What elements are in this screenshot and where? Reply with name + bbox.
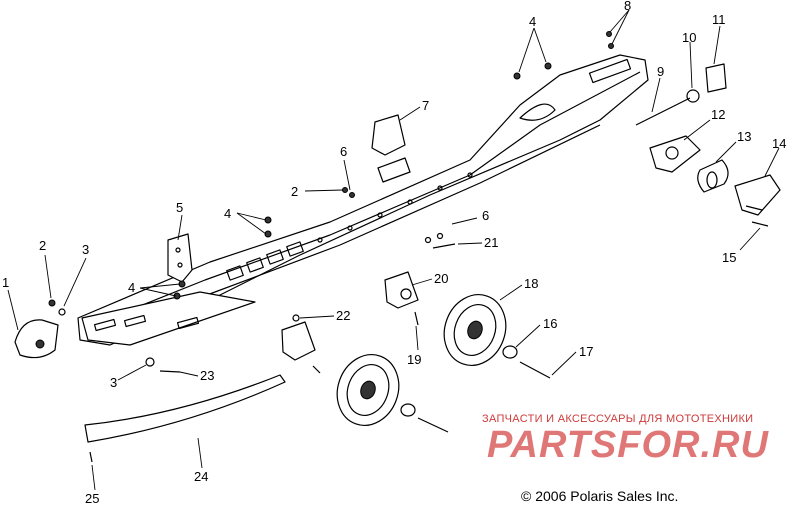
callout-24: 24 xyxy=(194,469,208,484)
leader-lines xyxy=(7,9,780,491)
watermark-logo: PARTSFOR.RU xyxy=(487,424,769,466)
callout-13: 13 xyxy=(737,129,751,144)
bolt xyxy=(519,361,551,379)
idler-wheel-front xyxy=(336,354,400,426)
callout-11: 11 xyxy=(712,12,726,27)
nut xyxy=(686,89,700,103)
callout-2: 2 xyxy=(39,238,46,253)
callout-14: 14 xyxy=(772,136,786,151)
callout-4: 4 xyxy=(128,280,135,295)
bolt-2 xyxy=(417,417,449,433)
idler-wheel-rear xyxy=(443,294,507,366)
callout-19: 19 xyxy=(407,352,421,367)
callout-7: 7 xyxy=(422,98,429,113)
pivot-block xyxy=(384,271,419,309)
callout-6: 6 xyxy=(482,208,489,223)
callout-5: 5 xyxy=(176,200,183,215)
bracket xyxy=(167,233,193,283)
watermark-tagline: ЗАПЧАСТИ И АКСЕССУАРЫ ДЛЯ МОТОТЕХНИКИ xyxy=(482,413,754,425)
callout-23: 23 xyxy=(200,368,214,383)
callout-10: 10 xyxy=(682,30,696,45)
pivot-block-lower xyxy=(281,321,316,361)
bearing-plate xyxy=(649,135,701,173)
callout-2: 2 xyxy=(291,184,298,199)
sleeve xyxy=(697,159,729,193)
callout-6: 6 xyxy=(340,144,347,159)
callout-15: 15 xyxy=(722,250,736,265)
hardware xyxy=(48,31,769,463)
callout-16: 16 xyxy=(543,316,557,331)
callout-4: 4 xyxy=(224,206,231,221)
callout-3: 3 xyxy=(110,375,117,390)
rail-tip-bolt xyxy=(35,339,45,349)
callout-21: 21 xyxy=(484,235,498,250)
callout-12: 12 xyxy=(711,107,725,122)
wear-strip xyxy=(84,374,286,443)
clip xyxy=(705,63,727,93)
callout-22: 22 xyxy=(336,308,350,323)
washer-2 xyxy=(400,403,416,417)
callout-25: 25 xyxy=(85,491,99,506)
end-bracket xyxy=(734,174,781,216)
callout-18: 18 xyxy=(524,276,538,291)
washer xyxy=(502,345,518,359)
callout-9: 9 xyxy=(657,64,664,79)
callout-17: 17 xyxy=(579,344,593,359)
stop-block xyxy=(371,114,406,156)
copyright-notice: © 2006 Polaris Sales Inc. xyxy=(521,488,679,504)
slide-rail xyxy=(81,291,256,346)
block-spacer xyxy=(377,157,411,183)
callout-labels: 1 2 3 5 4 4 2 6 7 4 8 9 10 11 12 13 14 1… xyxy=(2,0,786,506)
rail-tip xyxy=(14,319,59,359)
callout-1: 1 xyxy=(2,275,9,290)
callout-20: 20 xyxy=(434,271,448,286)
rod xyxy=(635,97,691,126)
callout-4: 4 xyxy=(529,14,536,29)
callout-8: 8 xyxy=(624,0,631,13)
callout-3: 3 xyxy=(82,242,89,257)
rail-frame xyxy=(77,54,649,346)
